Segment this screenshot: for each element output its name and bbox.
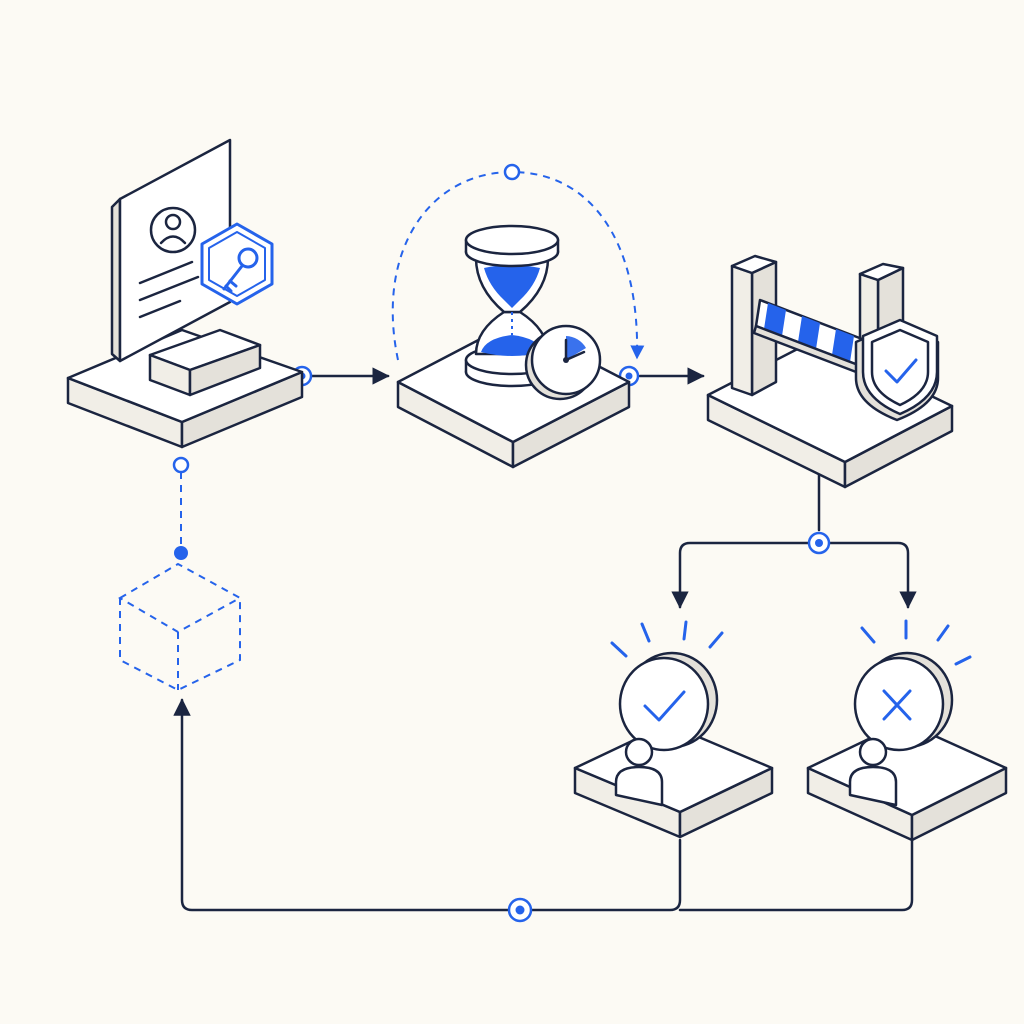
stage-approved: [573, 620, 774, 839]
node-dot-core: [815, 539, 823, 547]
stage-time-delay: [396, 224, 631, 469]
connector-lines: [173, 170, 917, 912]
node-dot: [172, 456, 190, 474]
dashed-cube-icon: [118, 562, 243, 692]
highlight-rays: [610, 620, 724, 658]
user-icon: [614, 737, 664, 807]
connector-return-to-cube: [173, 698, 682, 912]
connector-delay-loop: [391, 170, 645, 361]
avatar-head: [164, 213, 182, 231]
connector-branch-approved: [671, 541, 810, 609]
node-dot: [503, 163, 521, 181]
avatar-body: [159, 235, 187, 245]
node-dot-core: [625, 372, 633, 380]
node-dot-filled: [174, 546, 188, 560]
highlight-rays: [860, 619, 972, 666]
stage-access-gate: [706, 254, 954, 489]
connector-rejected-join: [678, 838, 914, 912]
node-dot-core: [515, 905, 525, 915]
key-icon: [222, 247, 259, 293]
step-block: [148, 328, 262, 397]
hexagon-badge-icon: [200, 222, 274, 306]
clock-icon: [524, 324, 602, 401]
platform: [573, 722, 774, 839]
connector-branch-rejected: [828, 541, 917, 609]
check-circle-icon: [618, 651, 719, 752]
stage-identity-credential: [66, 138, 304, 449]
document-icon: [110, 138, 232, 363]
user-icon: [848, 737, 898, 807]
x-circle-icon: [853, 651, 954, 752]
stage-rejected: [806, 619, 1008, 842]
shield-check-icon: [854, 318, 940, 422]
